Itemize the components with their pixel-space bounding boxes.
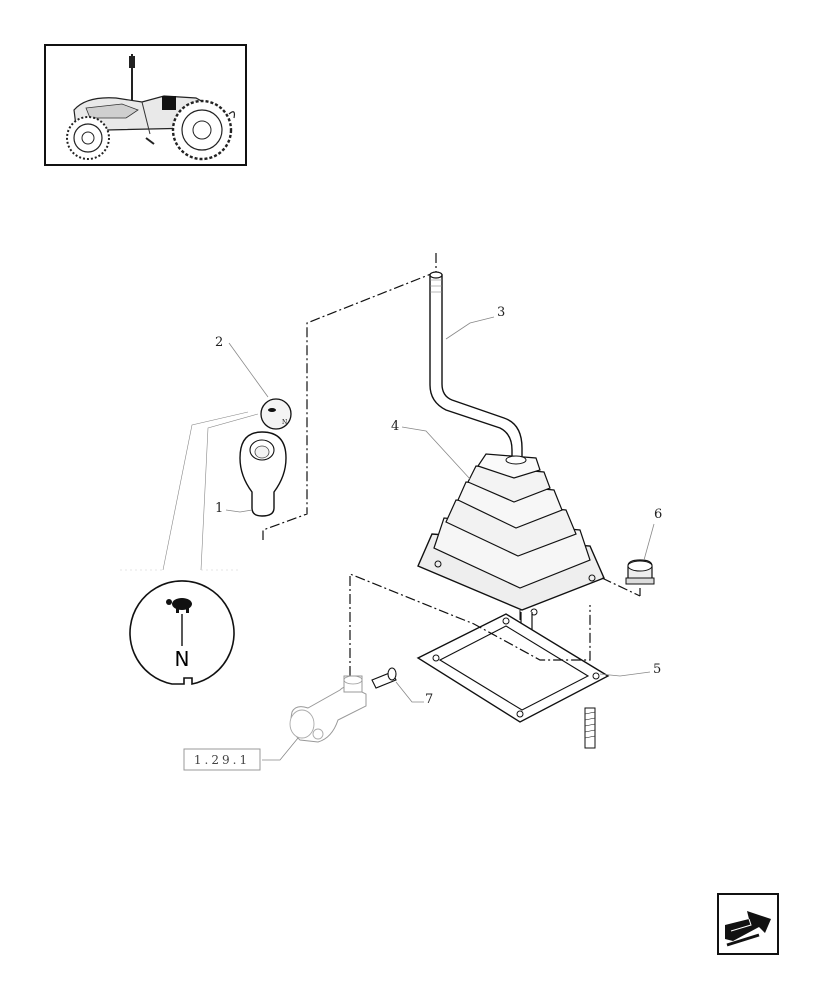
callout-4: 4 bbox=[391, 419, 399, 434]
tractor-thumbnail bbox=[44, 44, 247, 166]
callout-2: 2 bbox=[215, 335, 223, 350]
cap-nut bbox=[625, 559, 655, 585]
assembly-line-upper bbox=[262, 253, 437, 540]
tractor-icon bbox=[66, 54, 236, 161]
reference-label: 1.29.1 bbox=[194, 753, 250, 767]
reference-box[interactable]: 1.29.1 bbox=[183, 748, 261, 771]
stud-bolt bbox=[584, 707, 596, 749]
gasket-plate bbox=[416, 613, 610, 723]
svg-text:N: N bbox=[282, 419, 287, 426]
gear-lever bbox=[429, 271, 523, 463]
screw bbox=[371, 667, 397, 689]
neutral-label: N bbox=[175, 647, 190, 671]
symbol-detail: N bbox=[129, 580, 235, 685]
back-navigation-button[interactable] bbox=[717, 893, 779, 955]
arrow-back-icon bbox=[725, 911, 771, 947]
knob-cap: N bbox=[260, 398, 292, 430]
turtle-icon bbox=[166, 598, 192, 613]
callout-5: 5 bbox=[653, 662, 661, 677]
callout-7: 7 bbox=[425, 692, 433, 707]
rubber-boot bbox=[417, 453, 605, 620]
assembly-line-lower bbox=[349, 573, 591, 676]
callout-1: 1 bbox=[215, 501, 223, 516]
callout-6: 6 bbox=[654, 507, 662, 522]
linkage-part bbox=[289, 675, 367, 743]
gear-knob bbox=[239, 431, 287, 517]
callout-3: 3 bbox=[497, 305, 505, 320]
